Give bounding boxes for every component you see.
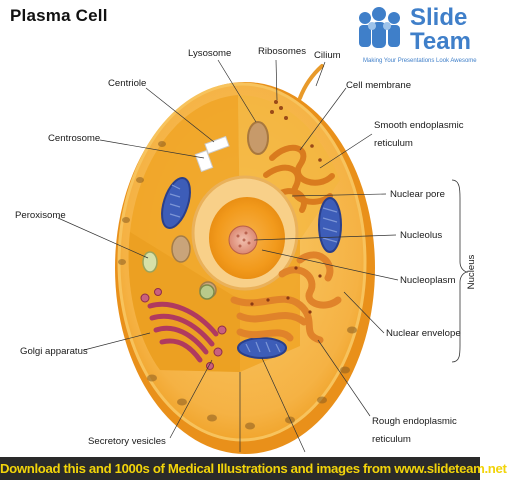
- footer-banner: Download this and 1000s of Medical Illus…: [0, 457, 507, 480]
- slideteam-logo: Slide Team Making Your Presentations Loo…: [355, 4, 477, 68]
- cilium: [298, 64, 324, 100]
- mitochondria: [161, 176, 342, 359]
- label-nuclear-envelope: Nuclear envelope: [386, 328, 461, 339]
- lysosome: [247, 121, 269, 155]
- label-nucleolus: Nucleolus: [400, 230, 442, 241]
- label-secretory-vesicles: Secretory vesicles: [88, 436, 166, 447]
- plasma-cell-diagram: Lysosome Ribosomes Cilium Centriole Cell…: [15, 46, 477, 454]
- label-nuclear-pore: Nuclear pore: [390, 189, 445, 200]
- nucleus: [191, 175, 299, 291]
- label-cilium: Cilium: [314, 50, 341, 61]
- label-centrosome: Centrosome: [48, 133, 100, 144]
- label-rough-er-line2: reticulum: [372, 434, 411, 445]
- label-nucleus: Nucleus: [466, 254, 477, 289]
- golgi-vesicles: [140, 288, 227, 370]
- diagram-title: Plasma Cell: [10, 6, 108, 25]
- label-nucleoplasm: Nucleoplasm: [400, 275, 455, 286]
- centriole: [194, 135, 230, 173]
- peroxisome: [142, 251, 158, 273]
- golgi-apparatus: [147, 301, 219, 363]
- label-ribosomes: Ribosomes: [258, 46, 306, 57]
- people-logo-icon: [359, 7, 400, 48]
- logo-name-line2: Team: [410, 28, 471, 55]
- label-rough-er-line1: Rough endoplasmic: [372, 416, 457, 427]
- secretory-vesicle: [199, 284, 215, 300]
- label-smooth-er-line1: Smooth endoplasmic: [374, 120, 464, 131]
- vesicle: [171, 235, 191, 263]
- label-golgi: Golgi apparatus: [20, 346, 88, 357]
- label-lysosome: Lysosome: [188, 48, 231, 59]
- label-cell-membrane: Cell membrane: [346, 80, 411, 91]
- rough-er-ribosomes: [250, 266, 322, 314]
- ribosomes: [270, 100, 322, 162]
- label-peroxisome: Peroxisome: [15, 210, 66, 221]
- membrane-vesicles: [118, 141, 357, 430]
- label-smooth-er-line2: reticulum: [374, 138, 413, 149]
- logo-name-line1: Slide: [410, 4, 468, 31]
- logo-tagline: Making Your Presentations Look Awesome: [363, 58, 477, 64]
- nucleus-bracket: [451, 179, 469, 363]
- rough-er: [230, 251, 342, 344]
- leader-lines: [57, 59, 399, 453]
- label-centriole: Centriole: [108, 78, 146, 89]
